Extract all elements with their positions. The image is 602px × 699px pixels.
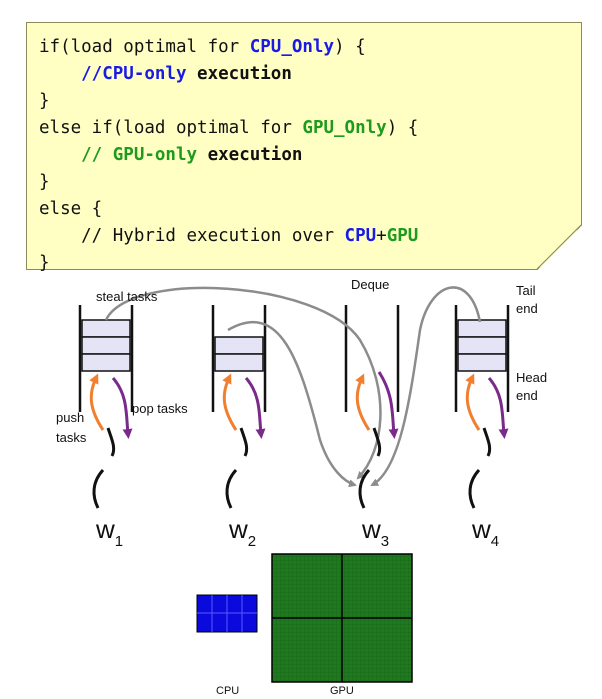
code-line-5: // GPU-only execution <box>39 145 303 165</box>
steal-arrow-from-deque-4 <box>370 286 482 487</box>
worker-thread-1 <box>92 427 116 509</box>
code-line-1: if(load optimal for CPU_Only) { <box>39 37 366 57</box>
steal-arrow-from-deque-1 <box>104 286 382 480</box>
push-tasks-label: tasks <box>56 430 87 445</box>
cpu-label: CPU <box>216 685 239 697</box>
deque-4 <box>454 305 510 412</box>
worker-thread-3 <box>358 427 382 509</box>
push-arrow-3 <box>355 373 371 431</box>
worker-thread-4 <box>468 427 492 509</box>
code-line-7: else { <box>39 199 103 219</box>
worker-label-1: w1 <box>95 514 123 550</box>
head-label: Head <box>516 370 547 385</box>
pop-arrow-3 <box>377 371 399 439</box>
deque-label: Deque <box>351 277 389 292</box>
push-arrow-1 <box>89 373 105 431</box>
deque-1 <box>78 305 134 412</box>
worker-thread-2 <box>225 427 249 509</box>
code-line-3: } <box>39 91 50 111</box>
pop-arrow-2 <box>244 377 266 439</box>
push-label: push <box>56 410 84 425</box>
gpu-chip <box>271 553 413 683</box>
worker-label-2: w2 <box>228 514 256 550</box>
head-end-label: end <box>516 388 538 403</box>
push-arrow-2 <box>222 373 238 431</box>
code-line-8: // Hybrid execution over CPU+GPU <box>39 226 419 246</box>
code-line-6: } <box>39 172 50 192</box>
cpu-chip <box>196 594 258 633</box>
tail-label: Tail <box>516 283 536 298</box>
code-sticky-note <box>26 22 582 270</box>
worker-label-3: w3 <box>361 514 389 550</box>
code-line-4: else if(load optimal for GPU_Only) { <box>39 118 419 138</box>
deque-2 <box>211 305 267 412</box>
steal-arrow-from-deque-2 <box>227 320 357 488</box>
worker-label-4: w4 <box>471 514 499 550</box>
pop-tasks-label: pop tasks <box>132 401 188 416</box>
deque-3 <box>344 305 400 412</box>
tail-end-label: end <box>516 301 538 316</box>
push-arrow-4 <box>465 373 481 431</box>
code-block: if(load optimal for CPU_Only) { //CPU-on… <box>39 34 418 277</box>
code-line-9: } <box>39 253 50 273</box>
code-line-2: //CPU-only execution <box>39 64 292 84</box>
pop-arrow-4 <box>487 377 509 439</box>
gpu-label: GPU <box>330 685 354 697</box>
steal-tasks-label: steal tasks <box>96 289 158 304</box>
pop-arrow-1 <box>111 377 133 439</box>
